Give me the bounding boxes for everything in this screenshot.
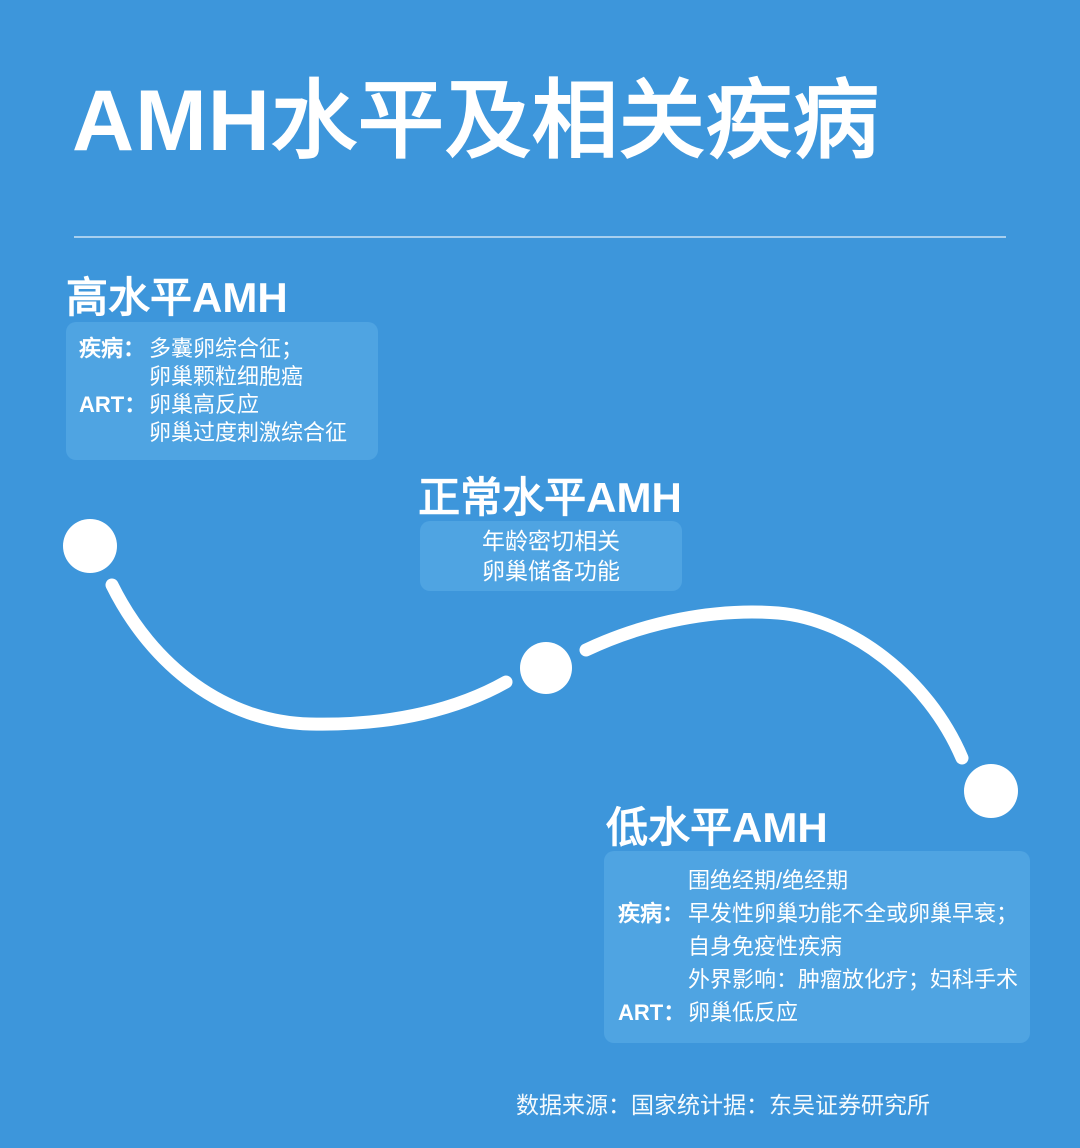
low-amh-row: 围绝经期/绝经期 xyxy=(618,864,1016,897)
heading-high-amh: 高水平AMH xyxy=(66,274,288,321)
row-text: 卵巢低反应 xyxy=(688,1000,799,1025)
row-text: 卵巢高反应 xyxy=(149,392,260,417)
low-amh-row: 外界影响：肿瘤放化疗；妇科手术 xyxy=(618,963,1019,996)
heading-normal-amh: 正常水平AMH xyxy=(418,474,682,521)
data-source-note: 数据来源：国家统计据：东吴证券研究所 xyxy=(516,1092,930,1118)
row-label xyxy=(79,363,149,391)
high-amh-box: 疾病： 多囊卵综合征； 卵巢颗粒细胞癌 ART： 卵巢高反应 卵巢过度刺激综合征 xyxy=(66,322,378,460)
row-text: 自身免疫性疾病 xyxy=(688,934,843,959)
low-amh-row: 疾病： 早发性卵巢功能不全或卵巢早衰； xyxy=(618,897,1019,930)
row-text: 外界影响：肿瘤放化疗；妇科手术 xyxy=(688,967,1019,992)
title-divider xyxy=(74,236,1006,238)
low-amh-row: 自身免疫性疾病 xyxy=(618,930,1016,963)
curve-dot-high xyxy=(63,519,117,573)
row-label: 疾病： xyxy=(79,336,146,361)
low-amh-row: ART： 卵巢低反应 xyxy=(618,996,1016,1029)
page-title: AMH水平及相关疾病 xyxy=(72,73,880,169)
row-text: 围绝经期/绝经期 xyxy=(688,868,849,893)
row-label xyxy=(618,864,688,897)
curve-dot-low xyxy=(964,764,1018,818)
heading-low-amh: 低水平AMH xyxy=(606,804,828,851)
curve-segment-left xyxy=(105,578,513,731)
high-amh-row: 卵巢颗粒细胞癌 xyxy=(79,363,365,391)
normal-amh-line: 年龄密切相关 xyxy=(482,528,620,554)
high-amh-row: ART： 卵巢高反应 xyxy=(79,391,365,419)
normal-amh-box: 年龄密切相关 卵巢储备功能 xyxy=(420,521,682,591)
curve-dot-normal xyxy=(520,642,572,694)
high-amh-row: 疾病： 多囊卵综合征； xyxy=(79,335,365,363)
row-label xyxy=(618,963,688,996)
high-amh-row: 卵巢过度刺激综合征 xyxy=(79,419,365,447)
row-text: 早发性卵巢功能不全或卵巢早衰； xyxy=(688,901,1019,926)
row-label xyxy=(618,930,688,963)
row-label: ART： xyxy=(618,1000,686,1025)
row-text: 多囊卵综合征； xyxy=(149,336,304,361)
row-label xyxy=(79,419,149,447)
row-text: 卵巢颗粒细胞癌 xyxy=(149,364,304,389)
row-label: 疾病： xyxy=(618,901,685,926)
normal-amh-line: 卵巢储备功能 xyxy=(482,558,620,584)
row-label: ART： xyxy=(79,392,147,417)
curve-segment-right xyxy=(579,605,969,765)
low-amh-box: 围绝经期/绝经期 疾病： 早发性卵巢功能不全或卵巢早衰； 自身免疫性疾病 外界影… xyxy=(604,851,1030,1043)
row-text: 卵巢过度刺激综合征 xyxy=(149,420,348,445)
